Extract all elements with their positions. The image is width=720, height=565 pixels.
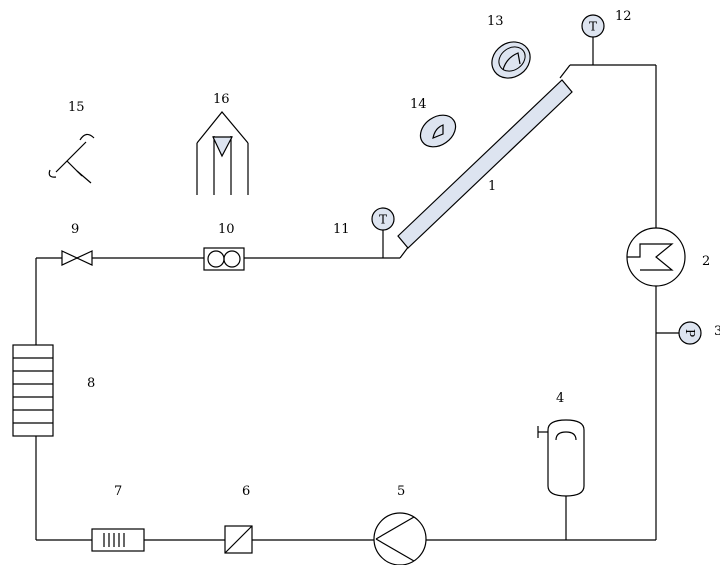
label-pump: 5 bbox=[397, 484, 405, 499]
solar-collector: 1 bbox=[397, 79, 573, 249]
label-pressure-gauge: 3 bbox=[714, 324, 720, 339]
wind-vane: 16 bbox=[196, 92, 249, 195]
label-flow-sensor: 10 bbox=[218, 222, 235, 237]
label-collector: 1 bbox=[488, 179, 496, 194]
label-outlet-temp: 12 bbox=[615, 9, 632, 24]
label-pyranometer: 13 bbox=[487, 14, 504, 29]
flow-meter: 7 bbox=[91, 484, 145, 552]
pressure-symbol: P bbox=[683, 329, 697, 337]
label-anemometer: 15 bbox=[68, 100, 85, 115]
label-heater: 8 bbox=[87, 376, 95, 391]
inlet-temperature-sensor: T 11 bbox=[333, 207, 395, 258]
pressure-gauge: P 3 bbox=[656, 321, 720, 345]
temperature-symbol-outlet: T bbox=[589, 20, 597, 34]
heat-exchanger: 2 bbox=[626, 227, 710, 287]
label-wind-vane: 16 bbox=[213, 92, 230, 107]
diffuse-pyranometer: 14 bbox=[410, 97, 457, 148]
label-valve: 9 bbox=[71, 222, 79, 237]
label-diffuse-pyranometer: 14 bbox=[410, 97, 427, 112]
heater: 8 bbox=[12, 344, 95, 437]
anemometer: 15 bbox=[48, 100, 95, 184]
flow-sensor: 10 bbox=[203, 222, 245, 271]
pyranometer: 13 bbox=[487, 14, 531, 79]
filter: 6 bbox=[224, 484, 253, 554]
temperature-symbol-inlet: T bbox=[379, 213, 387, 227]
label-expansion-tank: 4 bbox=[556, 391, 564, 406]
label-inlet-temp: 11 bbox=[333, 222, 350, 237]
label-flow-meter: 7 bbox=[114, 484, 122, 499]
expansion-tank: 4 bbox=[537, 391, 585, 497]
label-filter: 6 bbox=[242, 484, 250, 499]
valve: 9 bbox=[61, 222, 93, 266]
label-heat-exchanger: 2 bbox=[702, 254, 710, 269]
outlet-temperature-sensor: T 12 bbox=[581, 9, 632, 65]
pump: 5 bbox=[373, 484, 427, 565]
